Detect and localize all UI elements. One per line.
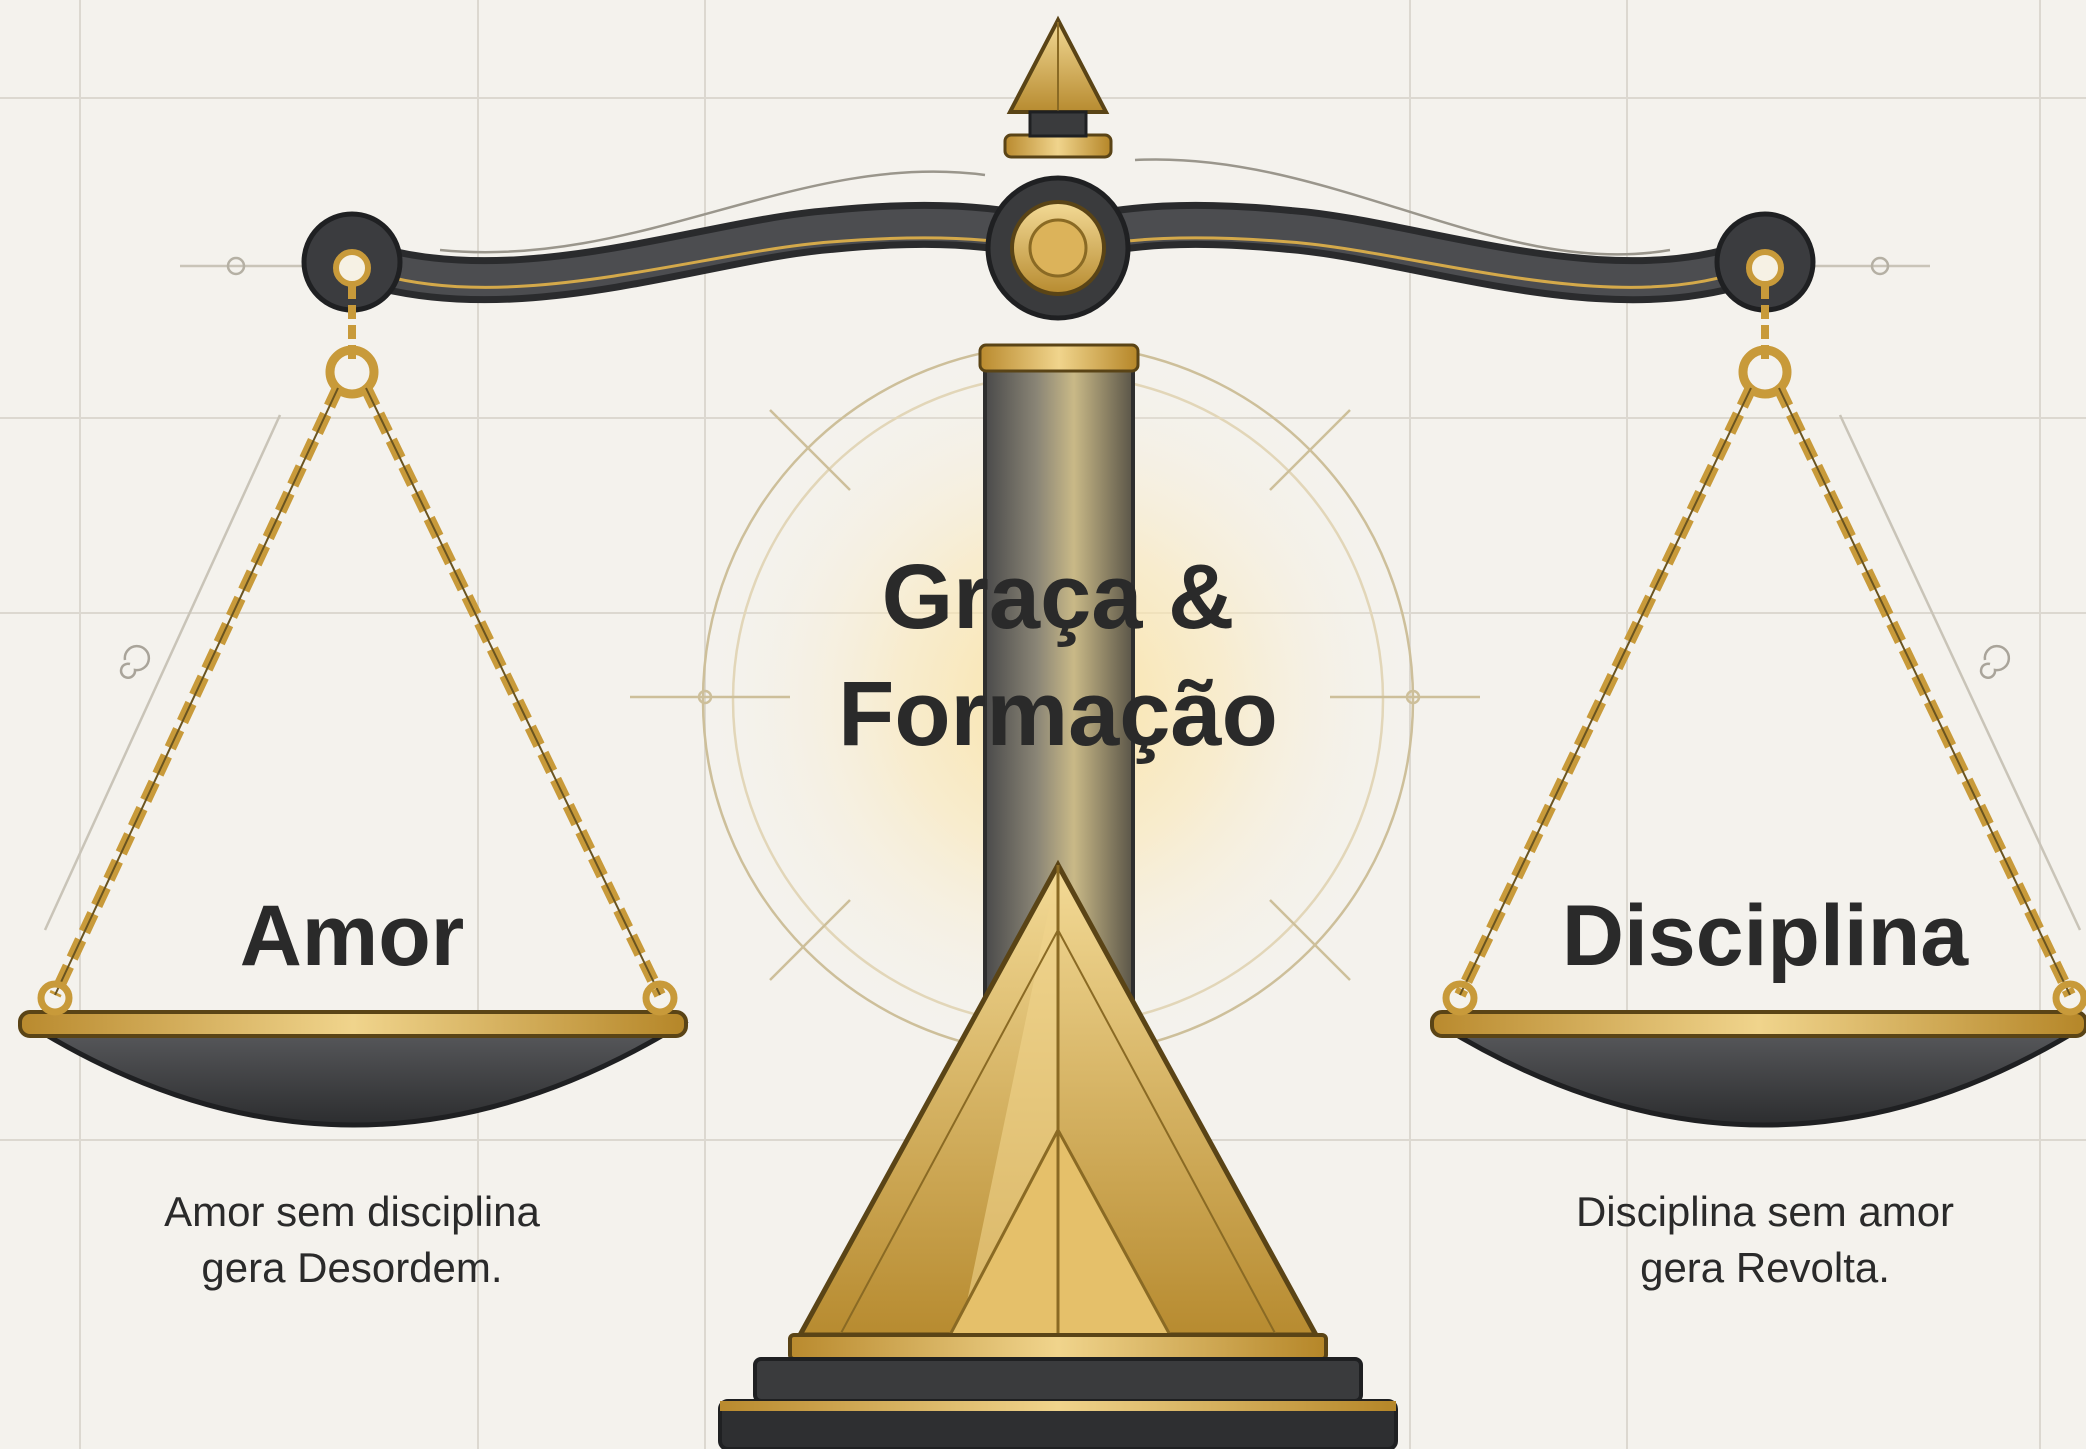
- left-pan-title: Amor: [240, 888, 465, 984]
- scale-plinth: [718, 1333, 1398, 1449]
- left-chains: [49, 285, 666, 998]
- scale-pyramid-base: [795, 859, 1321, 1338]
- center-title-line1: Graça &: [882, 546, 1235, 648]
- right-chains: [1454, 285, 2076, 998]
- center-title: Graça & Formação: [838, 546, 1278, 765]
- right-pan: [1430, 980, 2086, 1128]
- right-pan-title: Disciplina: [1562, 888, 1969, 984]
- left-caption-line2: gera Desordem.: [201, 1244, 502, 1291]
- center-title-line2: Formação: [838, 663, 1278, 765]
- left-caption-line1: Amor sem disciplina: [164, 1188, 540, 1235]
- scale-finial: [985, 15, 1131, 321]
- right-caption-line1: Disciplina sem amor: [1576, 1188, 1954, 1235]
- left-pan: [18, 980, 689, 1128]
- right-caption-line2: gera Revolta.: [1640, 1244, 1890, 1291]
- spiral-ornament-icon: [119, 644, 2011, 679]
